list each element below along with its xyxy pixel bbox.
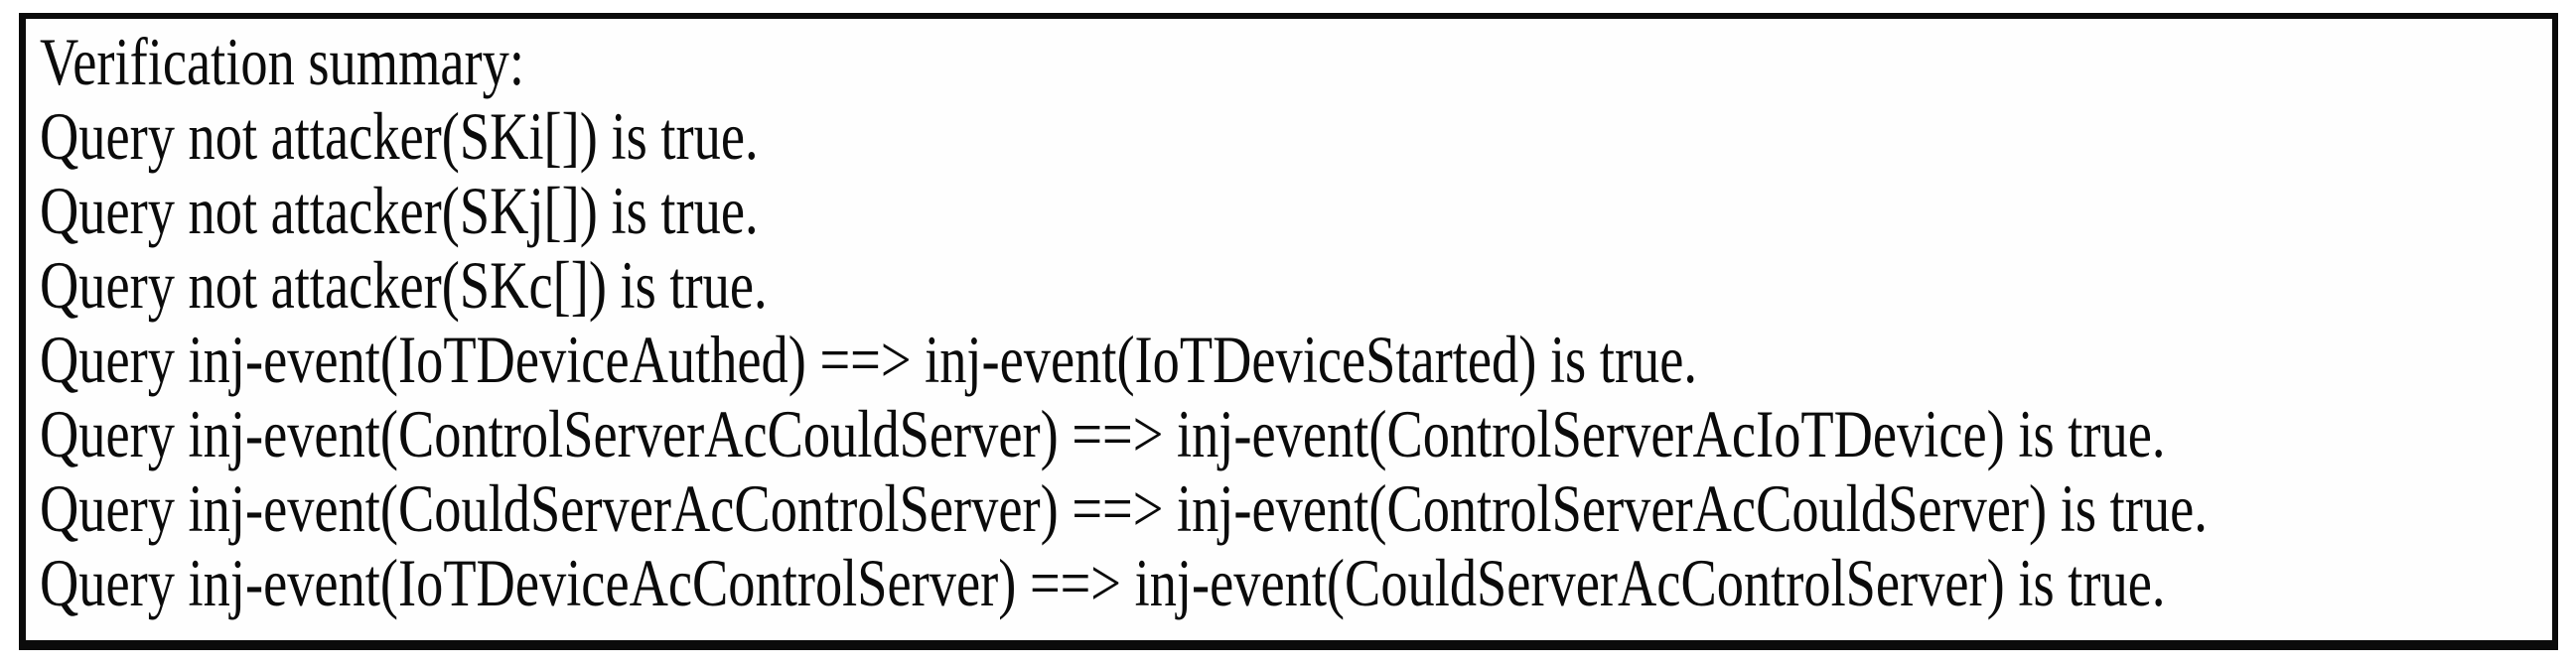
query-result-line: Query inj-event(CouldServerAcControlServ… [40,470,2208,546]
verification-output-text: Verification summary: Query not attacker… [40,25,2552,620]
query-result-line: Query not attacker(SKi[]) is true. [40,98,759,174]
query-result-line: Query inj-event(IoTDeviceAcControlServer… [40,545,2166,620]
verification-summary-panel: Verification summary: Query not attacker… [19,13,2558,650]
verification-summary-heading: Verification summary: [40,24,524,99]
query-result-line: Query inj-event(ControlServerAcCouldServ… [40,396,2166,471]
query-result-line: Query not attacker(SKc[]) is true. [40,247,768,323]
query-result-line: Query inj-event(IoTDeviceAuthed) ==> inj… [40,322,1698,397]
query-result-line: Query not attacker(SKj[]) is true. [40,173,759,248]
